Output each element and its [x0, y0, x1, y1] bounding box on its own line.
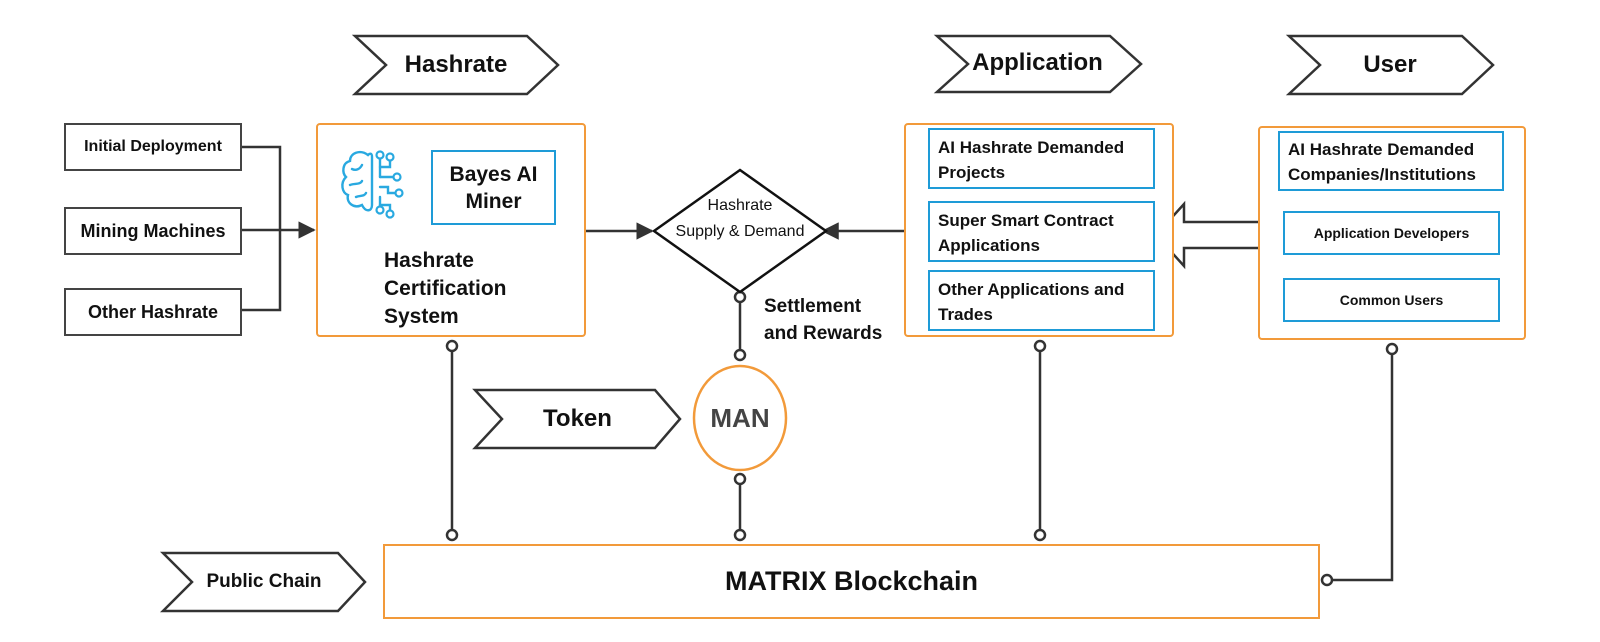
application-item-smart-contracts: Super Smart Contract Applications: [928, 201, 1155, 262]
man-token-circle: [692, 364, 788, 472]
user-item-app-developers: Application Developers: [1283, 211, 1500, 255]
diamond-label-line2: Supply & Demand: [675, 223, 805, 240]
connector-dot: [733, 348, 747, 362]
user-header: User: [1363, 51, 1417, 78]
connector-dot: [733, 528, 747, 542]
application-item-other-apps: Other Applications and Trades: [928, 270, 1155, 331]
matrix-blockchain-label: MATRIX Blockchain: [724, 566, 979, 596]
bayes-ai-miner-box: Bayes AI Miner: [431, 150, 556, 225]
connector-dot: [1033, 528, 1047, 542]
settlement-label-line1: Settlement: [764, 296, 862, 317]
hashrate-tag-shape: [351, 34, 560, 96]
connector-dot: [445, 339, 459, 353]
application-item-ai-projects: AI Hashrate Demanded Projects: [928, 128, 1155, 189]
hashrate-box: Bayes AI Miner Hashrate Certification Sy…: [316, 123, 586, 337]
man-token-label: MAN: [710, 402, 770, 433]
supply-demand-diamond: [651, 168, 829, 294]
input-mining-machines: Mining Machines: [64, 207, 242, 255]
user-item-common-users: Common Users: [1283, 278, 1500, 322]
diamond-label-line1: Hashrate: [707, 197, 773, 214]
connector-dot: [733, 472, 747, 486]
public-chain-header: Public Chain: [206, 571, 322, 592]
user-chain-link: [1327, 349, 1394, 582]
hashrate-certification-label: Hashrate Certification System: [384, 249, 507, 328]
user-tag-shape: [1285, 34, 1495, 96]
ai-brain-icon: [341, 150, 404, 219]
connector-dot: [1320, 573, 1334, 587]
input-initial-deployment: Initial Deployment: [64, 123, 242, 171]
public-chain-tag-shape: [159, 551, 367, 613]
settlement-label-line2: and Rewards: [764, 323, 883, 344]
hashrate-header: Hashrate: [404, 51, 508, 78]
token-tag-shape: [472, 388, 682, 450]
connector-dot: [445, 528, 459, 542]
application-header: Application: [972, 49, 1103, 76]
input-other-hashrate: Other Hashrate: [64, 288, 242, 336]
matrix-blockchain-box: MATRIX Blockchain: [383, 544, 1320, 619]
application-tag-shape: [933, 34, 1143, 94]
connector-dot: [1033, 339, 1047, 353]
input-connector-line: [242, 145, 282, 312]
connector-dot: [1385, 342, 1399, 356]
user-item-companies: AI Hashrate Demanded Companies/Instituti…: [1278, 131, 1504, 191]
token-header: Token: [543, 405, 612, 432]
